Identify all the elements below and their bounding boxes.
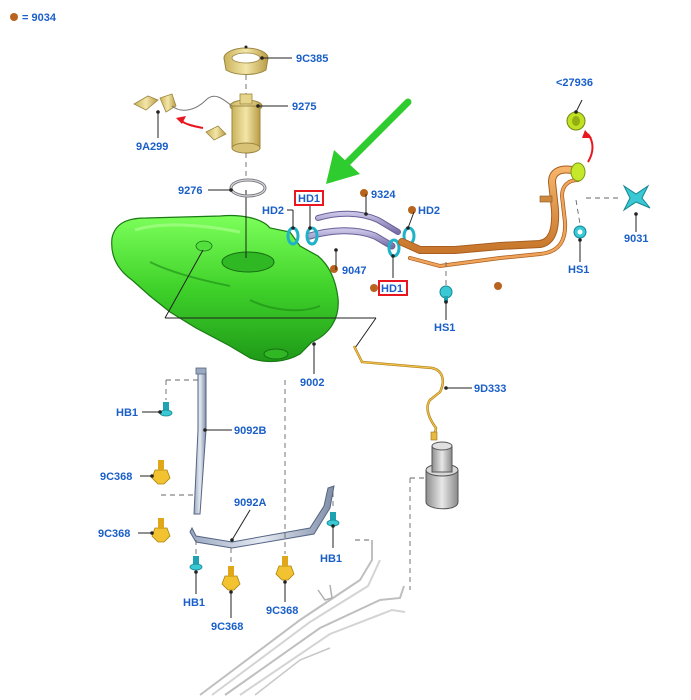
label-9C368-b[interactable]: 9C368: [98, 528, 130, 540]
fuel-tank[interactable]: [111, 214, 339, 363]
label-hs1-mid[interactable]: HS1: [434, 322, 455, 334]
hb1-fastener-bottom[interactable]: [189, 556, 203, 571]
label-9A299[interactable]: 9A299: [136, 141, 168, 153]
highlight-arrow-icon: [326, 98, 412, 184]
nut-9c368-c[interactable]: [221, 566, 241, 591]
fuel-pump-module[interactable]: [229, 93, 263, 154]
hb1-fastener-right[interactable]: [326, 512, 340, 527]
tank-reference-lines: [164, 190, 377, 349]
under-body-lines: [199, 540, 406, 696]
label-hd1-top[interactable]: HD1: [298, 193, 320, 205]
wiring-connectors[interactable]: [133, 93, 233, 141]
label-hb1-left[interactable]: HB1: [116, 407, 138, 419]
label-hb1-right[interactable]: HB1: [320, 553, 342, 565]
label-9D333[interactable]: 9D333: [474, 383, 506, 395]
label-9275[interactable]: 9275: [292, 101, 316, 113]
label-9C385[interactable]: 9C385: [296, 53, 328, 65]
legend: = 9034: [10, 12, 57, 24]
label-9002[interactable]: 9002: [300, 377, 324, 389]
red-arrow-up-icon: [582, 130, 594, 163]
vapor-hoses[interactable]: [306, 210, 401, 250]
label-hs1-right[interactable]: HS1: [568, 264, 589, 276]
hs1-fastener-mid[interactable]: [439, 285, 453, 302]
label-hd2-right[interactable]: HD2: [418, 205, 440, 217]
nut-9c368-d[interactable]: [275, 556, 295, 581]
legend-dot-icon: [10, 13, 18, 21]
label-9C368-a[interactable]: 9C368: [100, 471, 132, 483]
label-9276[interactable]: 9276: [178, 185, 202, 197]
filler-pipe[interactable]: [398, 162, 586, 269]
vapor-line[interactable]: [352, 345, 444, 441]
label-9324[interactable]: 9324: [371, 189, 396, 201]
legend-text: = 9034: [22, 12, 57, 24]
hd1-highlight-box-top: [294, 190, 324, 206]
label-hd1-bottom[interactable]: HD1: [381, 283, 403, 295]
filler-cap[interactable]: [566, 111, 586, 131]
filler-bracket[interactable]: [622, 184, 651, 212]
leader-lines: [138, 56, 638, 618]
label-9C368-c[interactable]: 9C368: [211, 621, 243, 633]
label-9C368-d[interactable]: 9C368: [266, 605, 298, 617]
label-9092A[interactable]: 9092A: [234, 497, 266, 509]
hb1-fastener-left[interactable]: [159, 402, 173, 417]
nut-9c368-a[interactable]: [151, 460, 171, 485]
hd1-highlight-box-bottom: [378, 280, 408, 296]
label-9031[interactable]: 9031: [624, 233, 648, 245]
hs1-fastener-right[interactable]: [573, 225, 587, 239]
nut-9c368-b[interactable]: [151, 518, 171, 543]
lock-ring[interactable]: [223, 45, 269, 75]
label-hb1-bottom[interactable]: HB1: [183, 597, 205, 609]
tank-strap-front[interactable]: [189, 485, 335, 549]
tank-seal[interactable]: [229, 178, 267, 198]
red-arrow-left-icon: [176, 116, 204, 129]
label-hd2-left[interactable]: HD2: [262, 205, 284, 217]
label-9092B[interactable]: 9092B: [234, 425, 266, 437]
tank-strap-rear[interactable]: [193, 367, 207, 515]
label-27936[interactable]: <27936: [556, 77, 593, 89]
evap-canister[interactable]: [425, 441, 459, 510]
label-9047[interactable]: 9047: [342, 265, 366, 277]
